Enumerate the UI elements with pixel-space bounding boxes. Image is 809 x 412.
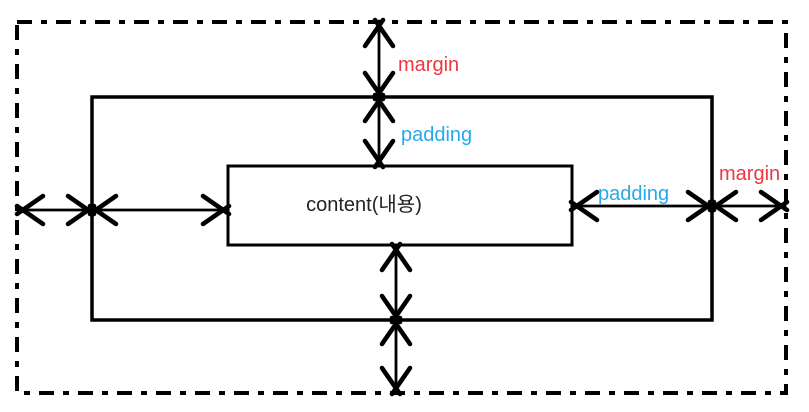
padding-arrow-right — [568, 189, 717, 223]
padding-label-right: padding — [598, 183, 669, 205]
margin-arrow-top — [362, 17, 396, 102]
padding-arrow-left-heads — [87, 193, 232, 227]
padding-arrow-right-heads — [568, 189, 717, 223]
padding-arrow-bottom-heads — [379, 241, 413, 325]
margin-arrow-left-heads — [14, 193, 97, 227]
margin-arrow-left — [14, 193, 97, 227]
padding-arrow-bottom — [379, 241, 413, 325]
margin-label-right: margin — [719, 163, 780, 185]
padding-arrow-top — [362, 92, 396, 170]
margin-arrow-right — [707, 189, 790, 223]
padding-arrow-left — [87, 193, 232, 227]
content-label: content(내용) — [306, 193, 422, 216]
margin-label-top: margin — [398, 54, 459, 76]
margin-arrow-right-heads — [707, 189, 790, 223]
margin-arrow-bottom-heads — [379, 315, 413, 397]
margin-arrow-bottom — [379, 315, 413, 397]
padding-arrow-top-heads — [362, 92, 396, 170]
margin-arrow-top-heads — [362, 17, 396, 102]
padding-label-top: padding — [401, 124, 472, 146]
